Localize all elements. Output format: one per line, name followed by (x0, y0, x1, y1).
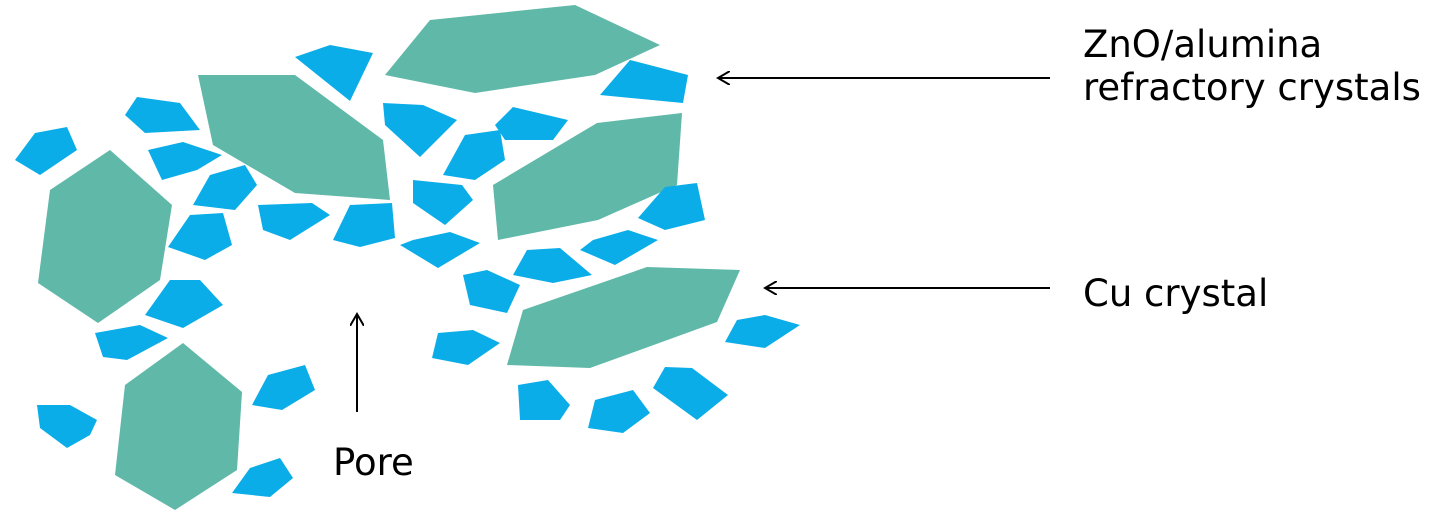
cu-crystal (518, 380, 570, 420)
cu-crystal (333, 203, 395, 247)
refractory-crystal (507, 267, 740, 368)
cu-crystal (432, 330, 500, 365)
cu-crystal (588, 390, 650, 433)
cu-crystal (15, 127, 77, 175)
cu-crystal (443, 130, 505, 180)
cu-crystal (495, 107, 568, 140)
refractory-label-line1: ZnO/alumina (1083, 23, 1323, 66)
pore-label: Pore (333, 441, 414, 484)
cu-crystal (725, 315, 800, 348)
refractory-crystal (38, 150, 172, 323)
cu-crystal (125, 97, 200, 133)
refractory-crystal (198, 75, 390, 200)
cu-crystal (145, 280, 223, 328)
cu-crystal (400, 232, 480, 268)
cu-crystal (258, 203, 330, 240)
cu-crystal (600, 60, 688, 103)
refractory-label-line2: refractory crystals (1083, 66, 1421, 109)
cu-crystal (580, 230, 658, 265)
cu-crystal (413, 180, 473, 225)
cu-crystal (463, 270, 520, 313)
refractory-crystal (493, 113, 682, 240)
cu-crystal (383, 103, 457, 157)
refractory-crystal (115, 343, 242, 510)
cu-crystal (193, 165, 257, 210)
cu-crystal (513, 248, 592, 283)
cu-crystal (232, 458, 293, 497)
cu-crystal (653, 367, 728, 420)
refractory-crystal (385, 5, 660, 93)
cu-crystal (168, 213, 232, 260)
refractory-crystals (38, 5, 740, 510)
cu-crystals (15, 45, 800, 497)
cu-crystal (148, 142, 222, 180)
cu-crystal (638, 183, 705, 230)
cu-label: Cu crystal (1083, 272, 1269, 315)
cu-crystal (37, 405, 97, 448)
cu-crystal (252, 365, 315, 410)
cu-crystal (295, 45, 373, 101)
cu-crystal (95, 325, 168, 360)
